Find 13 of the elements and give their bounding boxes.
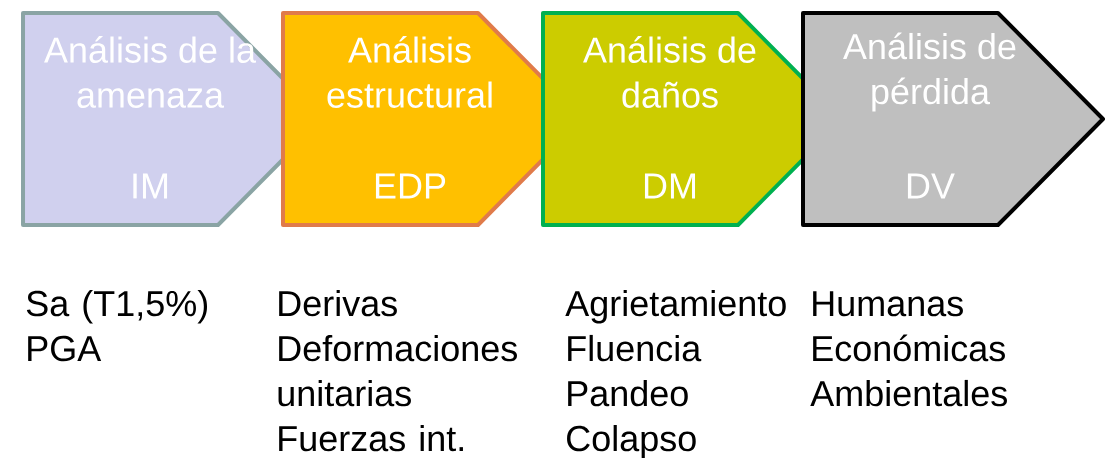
list-item: Colapso [567, 424, 696, 458]
list-item: Fluencia [568, 334, 702, 362]
list-item: Fuerzas int. [279, 424, 463, 452]
list-item: Humanas [813, 291, 963, 317]
list-item: PGA [28, 335, 102, 362]
list-item: Sa (T1,5%) [26, 289, 207, 324]
list-item: Derivas [279, 289, 397, 317]
list-item: Ambientales [810, 379, 1007, 407]
list-item: Deformaciones unitarias [278, 334, 517, 407]
process-step: Análisis de pérdida DV [801, 11, 1105, 227]
list-item: Económicas [813, 334, 1005, 362]
list-item: Pandeo [568, 379, 688, 407]
list-item: Agrietamiento [565, 289, 786, 324]
